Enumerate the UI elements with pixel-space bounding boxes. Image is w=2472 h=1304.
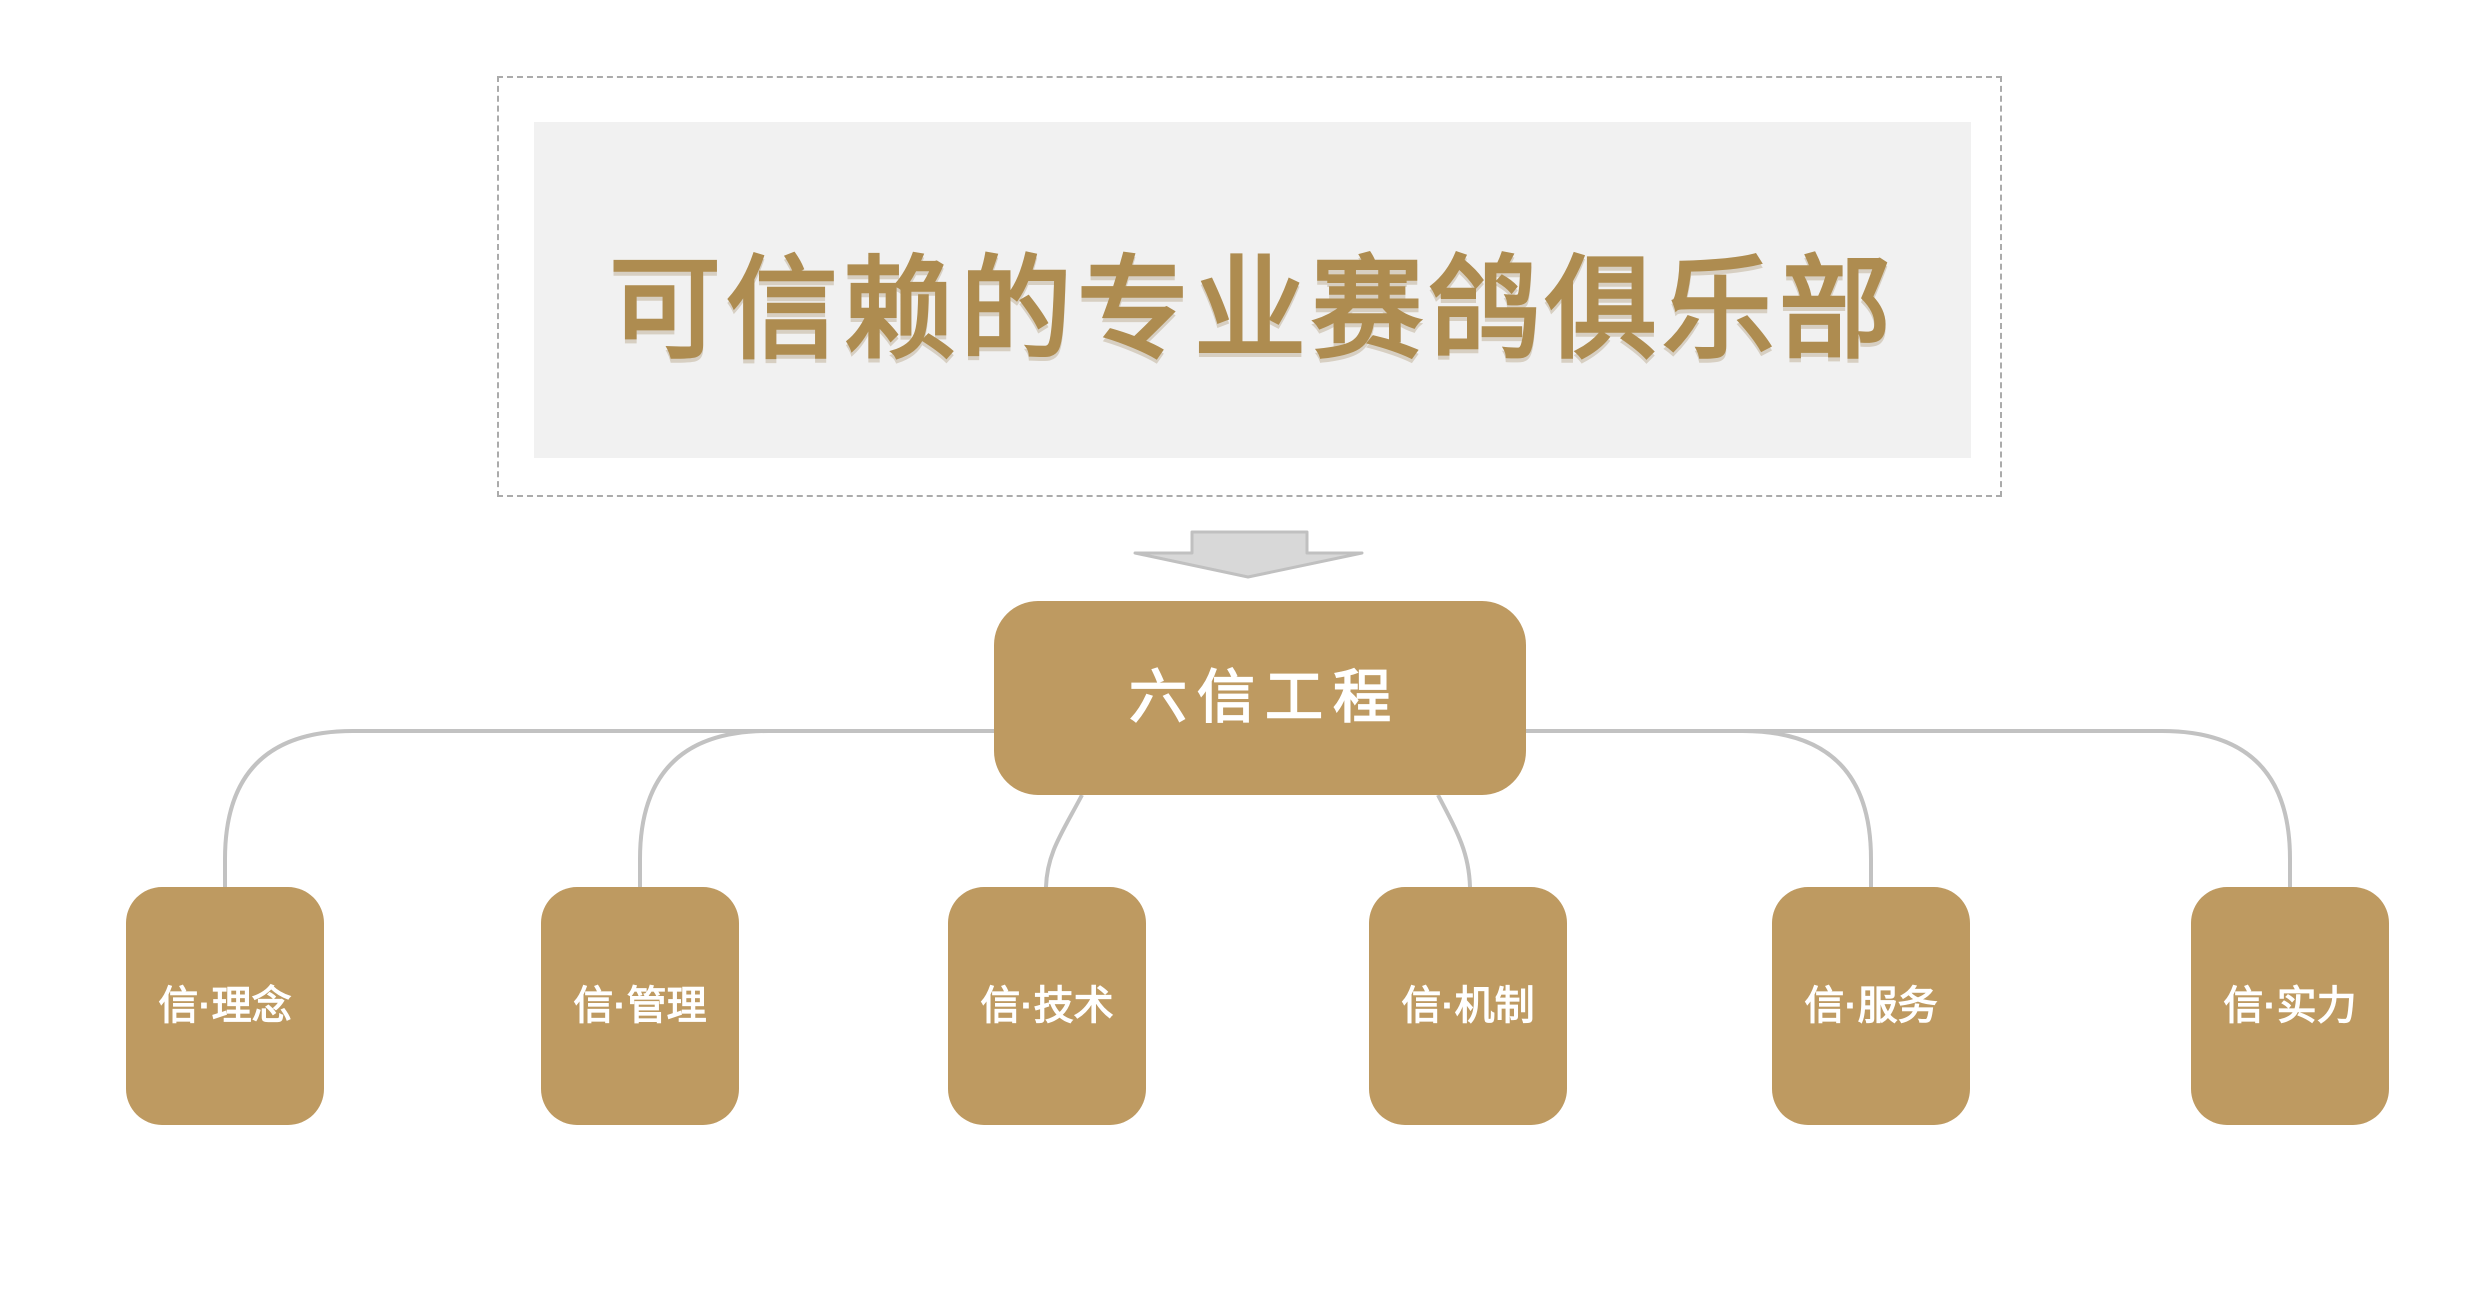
connector-child-6 [1526,729,2292,887]
title-dashed-frame [497,76,2002,497]
root-node: 六信工程 [994,601,1526,795]
child-node-5-label: 信·服务 [1804,984,1938,1028]
child-node-4: 信·机制 [1369,887,1567,1125]
child-node-4-label: 信·机制 [1401,984,1535,1028]
child-node-3: 信·技术 [948,887,1146,1125]
child-node-2-label: 信·管理 [573,984,707,1028]
connector-child-4 [1436,794,1472,888]
child-node-3-label: 信·技术 [980,984,1114,1028]
diagram-title: 可信赖的专业赛鸽俱乐部 [609,247,1896,372]
child-node-6-label: 信·实力 [2223,984,2357,1028]
child-node-5: 信·服务 [1772,887,1970,1125]
connector-child-1 [223,729,994,887]
connector-child-2 [638,729,994,887]
root-node-label: 六信工程 [1128,665,1401,730]
connector-child-3 [1044,794,1084,888]
title-panel: 可信赖的专业赛鸽俱乐部 [534,122,1971,458]
child-node-1-label: 信·理念 [158,984,292,1028]
down-arrow-icon [1133,530,1364,579]
connector-child-5 [1526,729,1873,887]
child-node-6: 信·实力 [2191,887,2389,1125]
child-node-2: 信·管理 [541,887,739,1125]
child-node-1: 信·理念 [126,887,324,1125]
connector-lines [223,729,2292,888]
